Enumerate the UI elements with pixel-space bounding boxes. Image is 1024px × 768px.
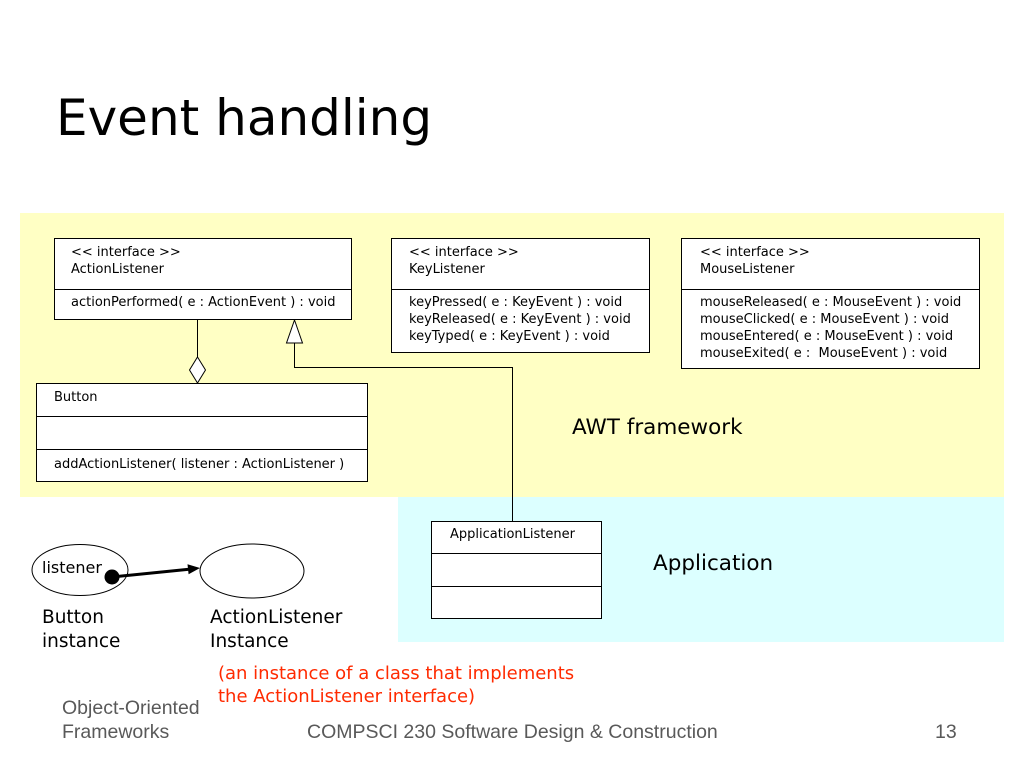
mouselistener-methods: mouseReleased( e : MouseEvent ) : void m… bbox=[682, 289, 979, 368]
instance-note-line2: the ActionListener interface) bbox=[218, 686, 476, 707]
slide-title: Event handling bbox=[56, 89, 433, 147]
button-instance-caption-line2: instance bbox=[42, 631, 121, 652]
applicationlistener-methods bbox=[432, 586, 601, 618]
method-key-released: keyReleased( e : KeyEvent ) : void bbox=[409, 312, 631, 327]
button-class-name: Button bbox=[54, 390, 98, 405]
footer-topic-line1: Object-Oriented bbox=[62, 697, 200, 719]
application-label: Application bbox=[653, 551, 774, 576]
actionlistener-stereotype: << interface >> bbox=[71, 245, 181, 260]
mouselistener-stereotype: << interface >> bbox=[700, 245, 810, 260]
actionlistener-instance-caption: ActionListener Instance bbox=[210, 606, 342, 654]
footer-course-title: COMPSCI 230 Software Design & Constructi… bbox=[307, 721, 718, 743]
keylistener-name: KeyListener bbox=[409, 262, 485, 277]
instance-note: (an instance of a class that implements … bbox=[218, 662, 574, 708]
footer-course-topic: Object-Oriented Frameworks bbox=[62, 696, 200, 744]
method-mouse-clicked: mouseClicked( e : MouseEvent ) : void bbox=[700, 312, 950, 327]
method-key-pressed: keyPressed( e : KeyEvent ) : void bbox=[409, 295, 623, 310]
generalization-triangle bbox=[285, 318, 304, 344]
keylistener-stereotype: << interface >> bbox=[409, 245, 519, 260]
mouselistener-name: MouseListener bbox=[700, 262, 795, 277]
mouselistener-interface-box: << interface >> MouseListener mouseRelea… bbox=[681, 238, 980, 369]
button-class-methods: addActionListener( listener : ActionList… bbox=[37, 449, 367, 481]
keylistener-header: << interface >> KeyListener bbox=[392, 239, 649, 289]
keylistener-methods: keyPressed( e : KeyEvent ) : void keyRel… bbox=[392, 289, 649, 352]
slide-number: 13 bbox=[935, 721, 957, 743]
mouselistener-header: << interface >> MouseListener bbox=[682, 239, 979, 289]
applicationlistener-class-box: ApplicationListener bbox=[431, 521, 602, 619]
keylistener-interface-box: << interface >> KeyListener keyPressed( … bbox=[391, 238, 650, 353]
generalization-line bbox=[294, 343, 513, 521]
button-class-box: Button addActionListener( listener : Act… bbox=[36, 383, 368, 482]
button-instance-caption: Button instance bbox=[42, 606, 120, 654]
aggregation-diamond bbox=[188, 356, 207, 384]
method-mouse-released: mouseReleased( e : MouseEvent ) : void bbox=[700, 295, 962, 310]
button-class-attributes bbox=[37, 416, 367, 449]
applicationlistener-header: ApplicationListener bbox=[432, 522, 601, 553]
actionlistener-instance-ellipse bbox=[199, 543, 305, 599]
method-action-performed: actionPerformed( e : ActionEvent ) : voi… bbox=[71, 295, 336, 310]
awt-framework-label: AWT framework bbox=[572, 415, 743, 440]
actionlistener-instance-caption-line1: ActionListener bbox=[210, 607, 343, 628]
method-key-typed: keyTyped( e : KeyEvent ) : void bbox=[409, 329, 610, 344]
applicationlistener-attributes bbox=[432, 553, 601, 586]
listener-reference-dot bbox=[104, 569, 120, 585]
actionlistener-instance-caption-line2: Instance bbox=[210, 631, 289, 652]
method-mouse-entered: mouseEntered( e : MouseEvent ) : void bbox=[700, 329, 954, 344]
applicationlistener-name: ApplicationListener bbox=[450, 527, 575, 542]
reference-arrowhead bbox=[187, 564, 200, 575]
actionlistener-interface-box: << interface >> ActionListener actionPer… bbox=[54, 238, 352, 320]
button-instance-caption-line1: Button bbox=[42, 607, 104, 628]
actionlistener-methods: actionPerformed( e : ActionEvent ) : voi… bbox=[55, 289, 351, 319]
reference-arrow-line bbox=[111, 567, 190, 579]
button-class-header: Button bbox=[37, 384, 367, 416]
listener-field-label: listener bbox=[42, 558, 102, 577]
footer-topic-line2: Frameworks bbox=[62, 721, 170, 743]
instance-note-line1: (an instance of a class that implements bbox=[218, 663, 575, 684]
actionlistener-name: ActionListener bbox=[71, 262, 165, 277]
button-instance-ellipse bbox=[31, 544, 129, 596]
method-mouse-exited: mouseExited( e : MouseEvent ) : void bbox=[700, 346, 948, 361]
method-add-action-listener: addActionListener( listener : ActionList… bbox=[54, 457, 345, 472]
actionlistener-header: << interface >> ActionListener bbox=[55, 239, 351, 289]
